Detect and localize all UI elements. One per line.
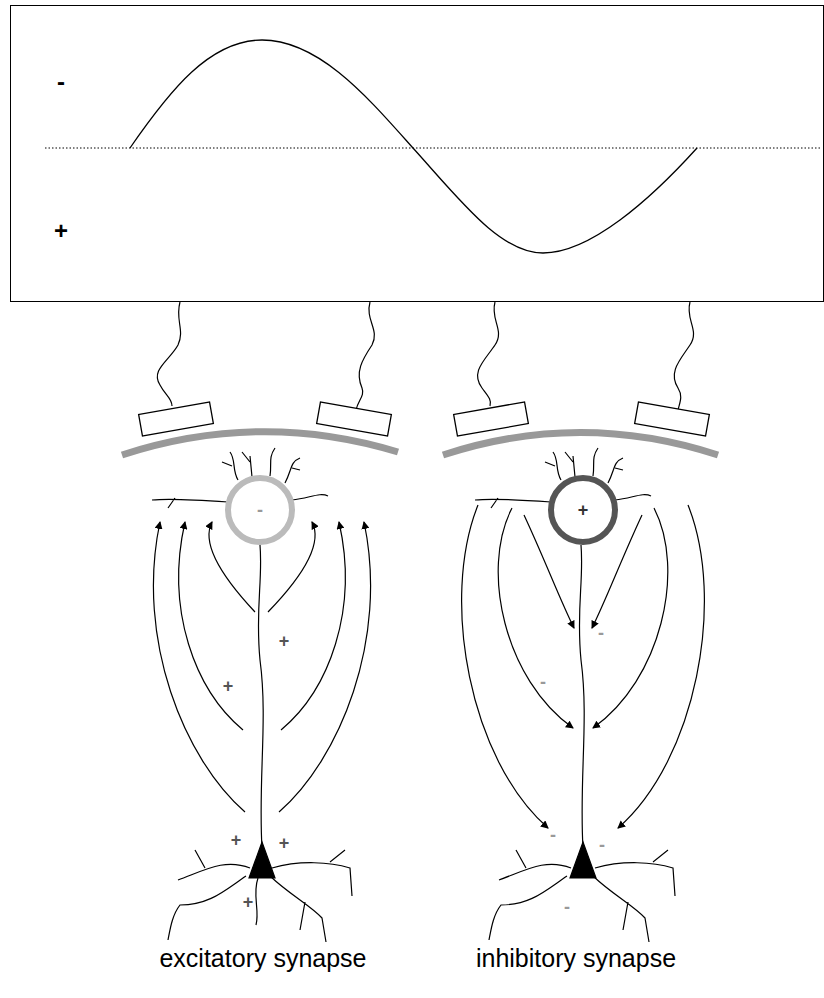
dipole-circle: - bbox=[225, 475, 295, 545]
charge-sign: - bbox=[598, 624, 604, 642]
charge-sign: + bbox=[223, 677, 234, 695]
signal-panel: -+ bbox=[10, 5, 824, 302]
charge-sign: + bbox=[231, 831, 242, 849]
caption-label: inhibitory synapse bbox=[476, 946, 676, 971]
pyramidal-neuron bbox=[462, 448, 705, 942]
dipole-circle: + bbox=[548, 475, 618, 545]
charge-sign: - bbox=[599, 836, 605, 854]
electrode bbox=[139, 402, 710, 436]
polarity-sign: + bbox=[578, 501, 589, 519]
charge-sign: - bbox=[540, 673, 546, 691]
pyramidal-neuron bbox=[152, 448, 371, 942]
baseline bbox=[45, 148, 820, 149]
charge-sign: + bbox=[279, 632, 290, 650]
waveform bbox=[130, 40, 697, 253]
polarity-sign: + bbox=[54, 219, 68, 243]
charge-sign: + bbox=[279, 834, 290, 852]
polarity-sign: - bbox=[257, 501, 263, 519]
scalp bbox=[122, 432, 398, 455]
electrode-wires bbox=[157, 302, 693, 410]
charge-sign: - bbox=[564, 898, 570, 916]
scalp bbox=[443, 433, 718, 456]
caption-label: excitatory synapse bbox=[159, 946, 366, 971]
charge-sign: + bbox=[243, 893, 254, 911]
charge-sign: - bbox=[550, 826, 556, 844]
polarity-sign: - bbox=[57, 70, 65, 94]
